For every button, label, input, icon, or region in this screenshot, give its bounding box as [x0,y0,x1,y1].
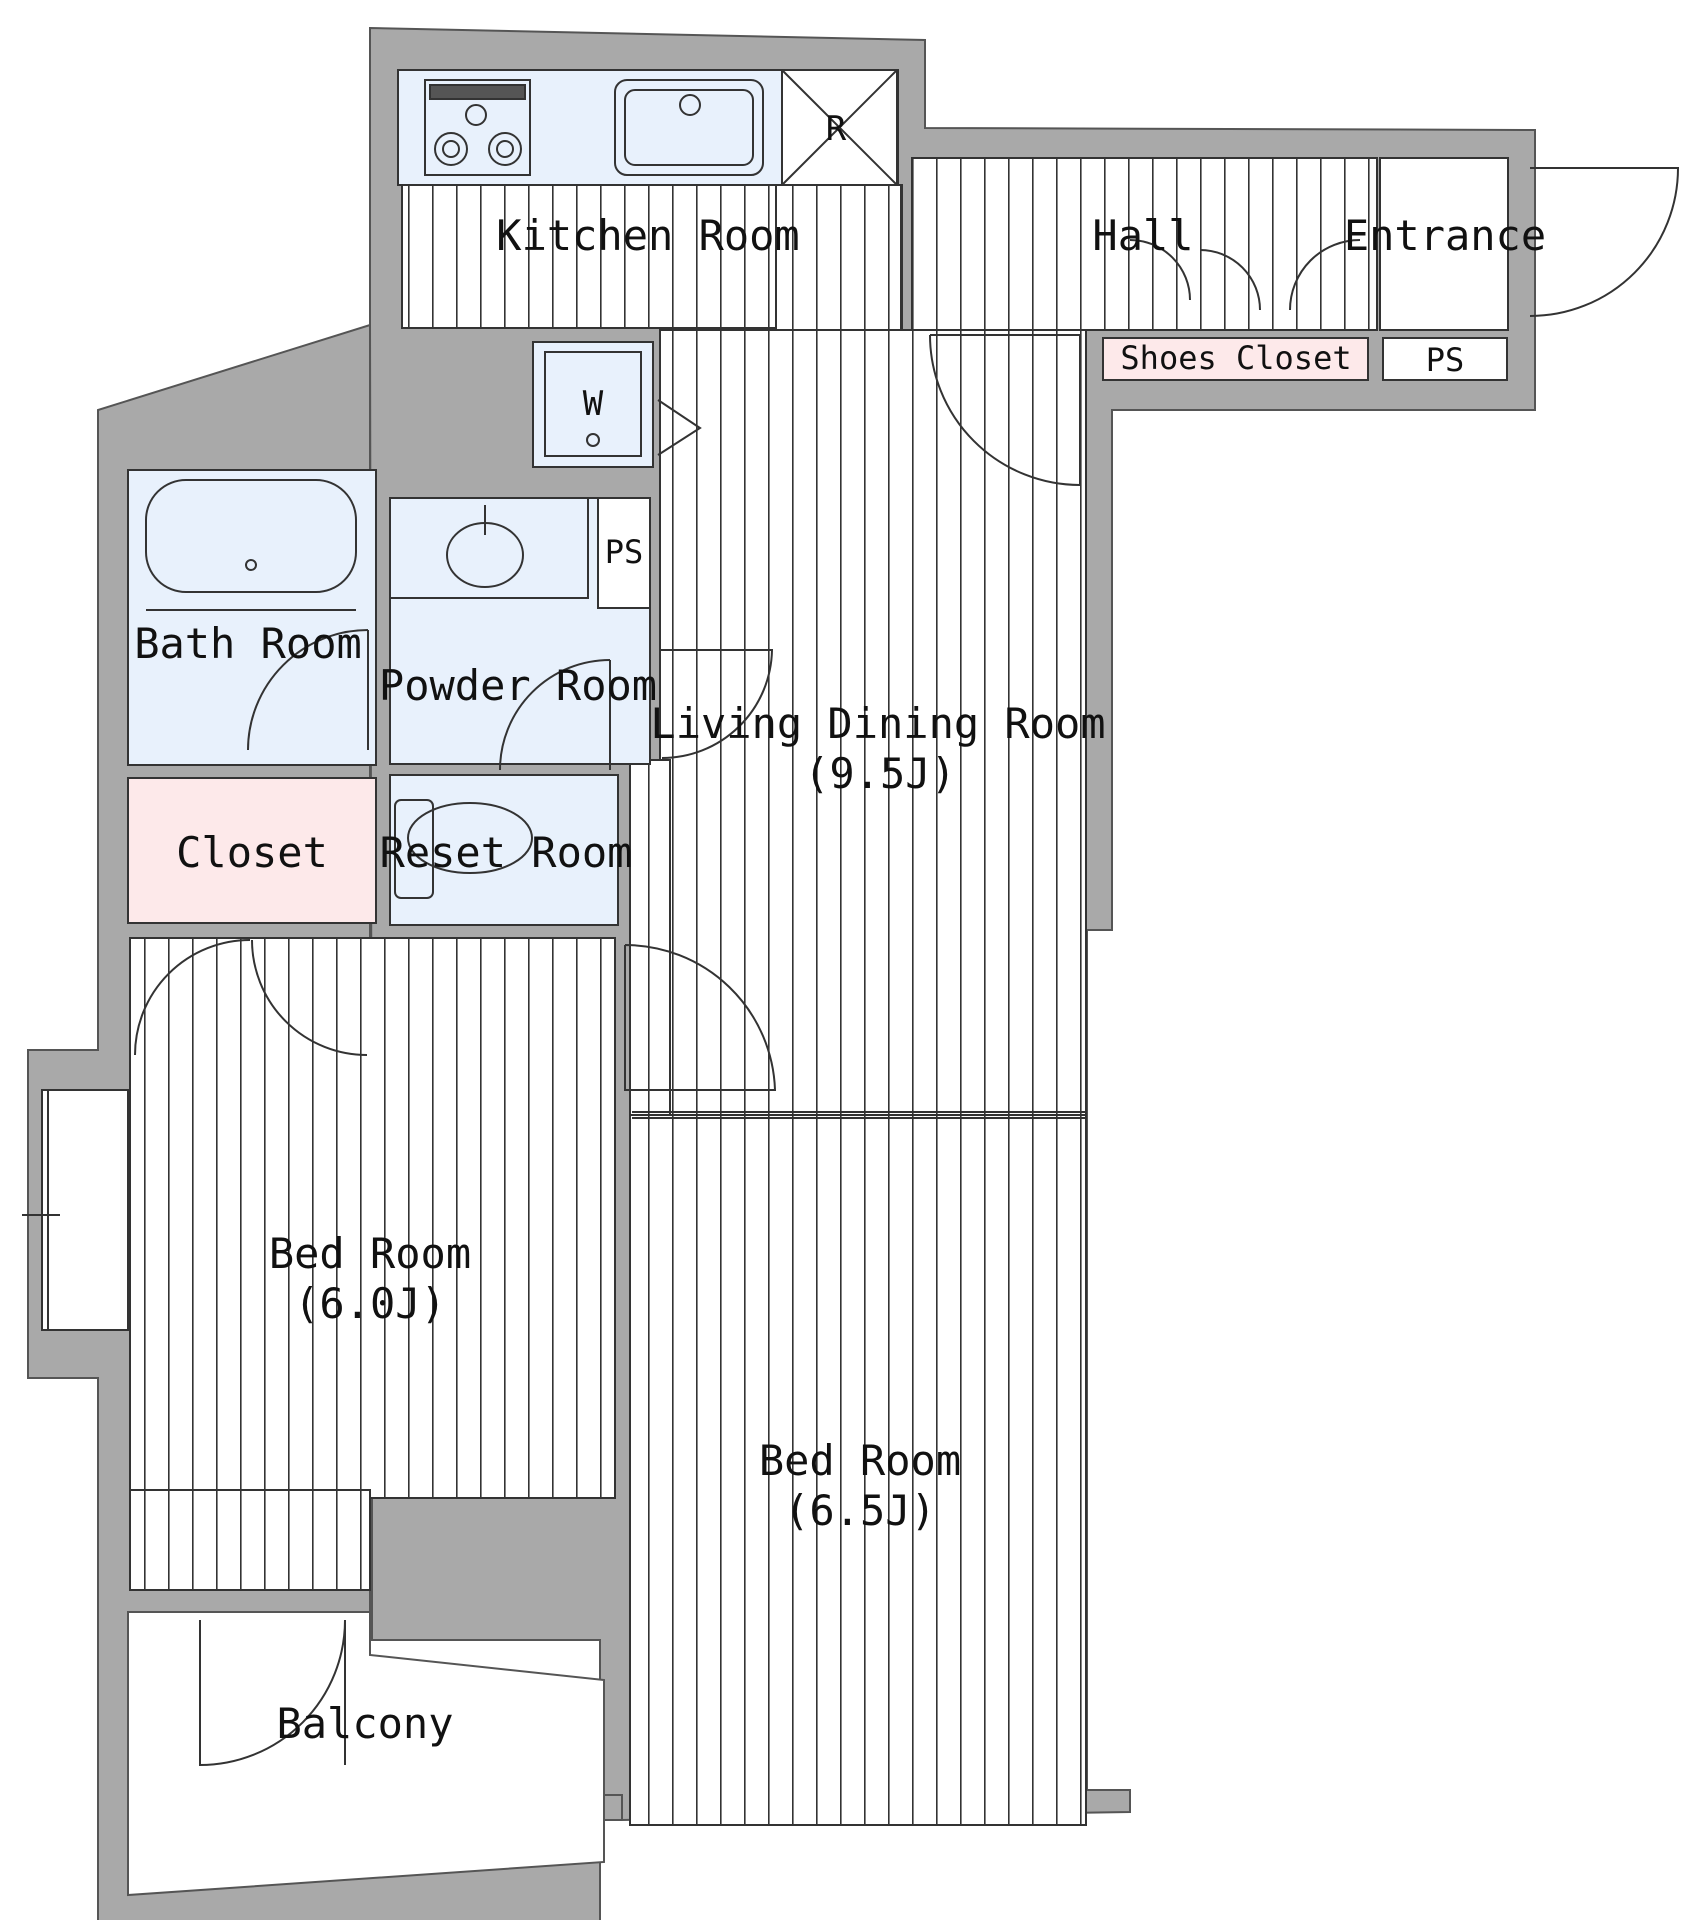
shoes-closet-area [1102,337,1369,381]
label-washer: W [583,384,604,424]
kitchen-sink-icon [614,79,764,176]
living-floor-top [775,184,902,336]
label-reset-room: Reset Room [380,828,633,877]
bed-left-floor-lower [129,1489,371,1591]
label-bed-right-size: (6.5J) [784,1486,936,1535]
room-labels: Kitchen Room Hall Entrance Shoes Closet … [134,109,1546,1748]
label-shoes-closet: Shoes Closet [1120,339,1351,377]
label-balcony: Balcony [276,1699,453,1748]
ps-box-entrance [1382,337,1508,381]
balcony-area [127,1611,605,1897]
wood-floors [129,157,1378,1826]
label-ps-entrance: PS [1426,341,1465,379]
door-swings [22,167,1680,1767]
label-kitchen-room: Kitchen Room [496,211,799,260]
entrance-door-swing [1529,167,1680,317]
label-hall: Hall [1092,211,1193,260]
label-living-dining-room: Living Dining Room [650,699,1105,748]
bed-right-floor [629,1114,1087,1826]
label-bed-room-right: Bed Room [759,1436,961,1485]
label-bath-room: Bath Room [134,619,362,668]
bed-left-floor [129,937,616,1499]
label-refrigerator: R [826,109,847,149]
ps-box-powder [597,497,651,609]
label-ps-powder: PS [605,533,644,571]
label-closet: Closet [176,828,328,877]
label-bed-room-left: Bed Room [269,1229,471,1278]
living-lower-strip [629,759,671,1151]
label-entrance: Entrance [1344,211,1546,260]
bathtub-icon [145,479,357,593]
hall-floor [911,157,1378,331]
label-bed-left-size: (6.0J) [294,1279,446,1328]
entrance-floor [1379,157,1509,331]
fixtures [145,69,898,899]
closet-area [127,777,377,924]
toilet-icon [394,799,434,899]
label-living-size: (9.5J) [804,749,956,798]
label-powder-room: Powder Room [379,661,657,710]
washer-icon [544,351,642,457]
